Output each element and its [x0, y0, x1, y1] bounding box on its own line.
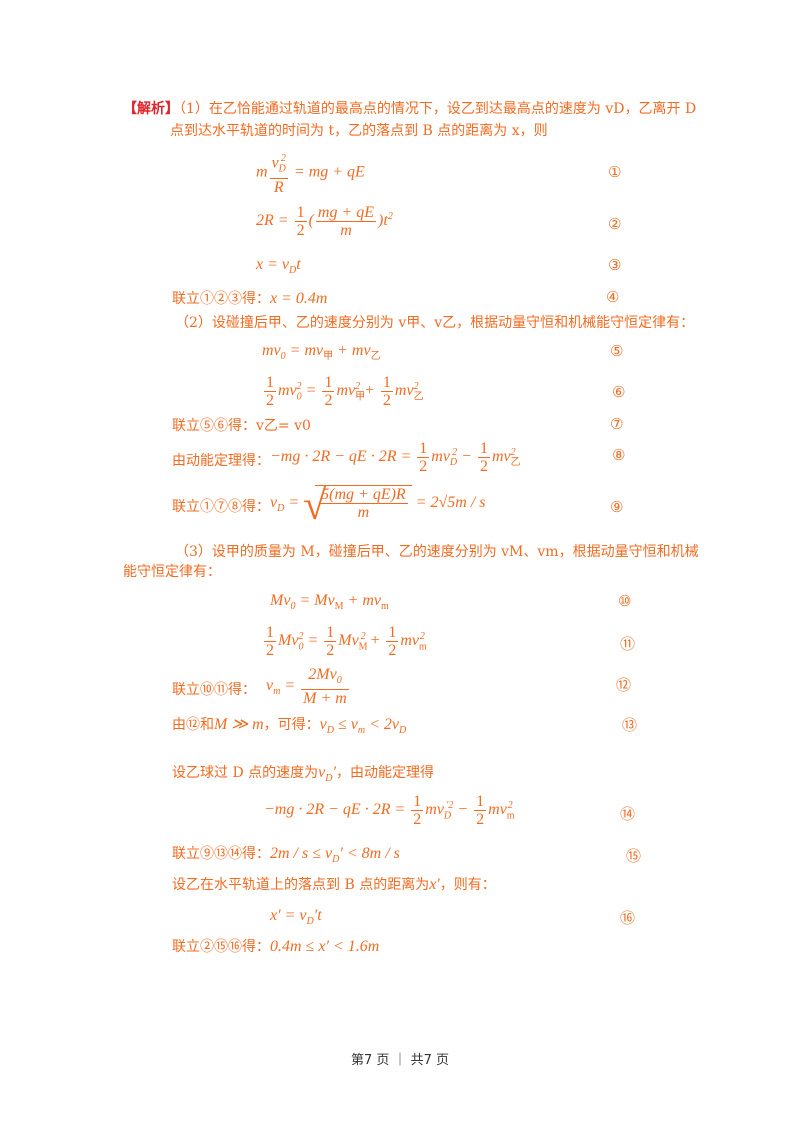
marker-10: ⑩	[618, 592, 632, 610]
combine-56: 联立⑤⑥得：v乙= v0	[172, 417, 311, 435]
combine-21516-label: 联立②⑮⑯得：	[172, 939, 270, 955]
marker-6: ⑥	[612, 383, 626, 401]
marker-9: ⑨	[610, 498, 624, 516]
analysis-line-1: 【解析】（1）在乙恰能通过轨道的最高点的情况下，设乙到达最高点的速度为 vD，乙…	[123, 100, 696, 118]
vm-range: vD ≤ vm < 2vD	[319, 716, 407, 737]
marker-14: ⑭	[620, 805, 636, 823]
marker-12: ⑫	[616, 676, 632, 694]
marker-1: ①	[608, 163, 622, 181]
set-vd-suffix: ，由动能定理得	[335, 765, 434, 781]
combine-178-label: 联立①⑦⑧得：	[172, 498, 270, 515]
part3-line-1: （3）设甲的质量为 M，碰撞后甲、乙的速度分别为 vM、vm，根据动量守恒和机械	[175, 544, 699, 560]
marker-4: ④	[606, 288, 620, 306]
marker-8: ⑧	[612, 446, 626, 464]
x-prime: x′	[429, 876, 440, 893]
marker-3: ③	[608, 256, 622, 274]
marker-7: ⑦	[610, 415, 624, 433]
part3-line-2: 能守恒定律有：	[123, 564, 221, 580]
combine-91314: 联立⑨⑬⑭得：2m / s ≤ vD′ < 8m / s	[172, 845, 400, 869]
marker-15: ⑮	[626, 847, 642, 865]
condition-line: 由⑫和M ≫ m，可得：vD ≤ vm < 2vD	[172, 716, 406, 740]
marker-2: ②	[608, 215, 622, 233]
equation-5: mv0 = mv甲 + mv乙	[262, 342, 381, 363]
marker-13: ⑬	[622, 716, 638, 734]
condition-label: 由⑫和	[172, 717, 214, 733]
vd-prime: vD′	[318, 764, 336, 785]
x-prime-range: 0.4m ≤ x′ < 1.6m	[270, 938, 380, 955]
equation-10: Mv0 = MvM + mvm	[270, 592, 389, 613]
page-footer: 第7 页 ｜ 共7 页	[350, 1053, 450, 1068]
marker-16: ⑯	[620, 909, 636, 927]
analysis-line-2: 点到达水平轨道的时间为 t，乙的落点到 B 点的距离为 x，则	[170, 123, 548, 139]
combine-21516: 联立②⑮⑯得：0.4m ≤ x′ < 1.6m	[172, 938, 379, 956]
combine-56-result: v乙= v0	[256, 418, 311, 434]
energy-theorem-label: 由动能定理得：	[172, 453, 270, 470]
combine-91314-label: 联立⑨⑬⑭得：	[172, 846, 270, 862]
marker-5: ⑤	[610, 342, 624, 360]
equation-16: x′ = vD′t	[270, 907, 322, 928]
analysis-tag: 【解析】	[123, 101, 179, 117]
mass-condition: M ≫ m	[214, 716, 264, 733]
marker-11: ⑪	[620, 635, 636, 653]
set-x-suffix: ，则有：	[439, 877, 496, 893]
set-x-line: 设乙在水平轨道上的落点到 B 点的距离为x′，则有：	[172, 876, 496, 894]
combine-123-label: 联立①②③得：	[172, 291, 270, 307]
set-vd-line: 设乙球过 D 点的速度为vD′，由动能定理得	[172, 764, 434, 788]
equation-3: x = vDt	[256, 256, 301, 277]
part2-line: （2）设碰撞后甲、乙的速度分别为 v甲、v乙，根据动量守恒和机械能守恒定律有：	[175, 315, 695, 331]
analysis-text-1: （1）在乙恰能通过轨道的最高点的情况下，设乙到达最高点的速度为 vD，乙离开 D	[179, 101, 697, 117]
set-x-label: 设乙在水平轨道上的落点到 B 点的距离为	[172, 877, 430, 893]
condition-connector: ，可得：	[263, 717, 320, 733]
vd-prime-range: 2m / s ≤ vD′ < 8m / s	[270, 845, 400, 866]
result-x: x = 0.4m	[270, 290, 328, 307]
set-vd-label: 设乙球过 D 点的速度为	[172, 765, 319, 781]
combine-56-label: 联立⑤⑥得：	[172, 418, 256, 434]
combine-123: 联立①②③得：x = 0.4m	[172, 290, 327, 308]
combine-1011-label: 联立⑩⑪得：	[172, 682, 256, 699]
